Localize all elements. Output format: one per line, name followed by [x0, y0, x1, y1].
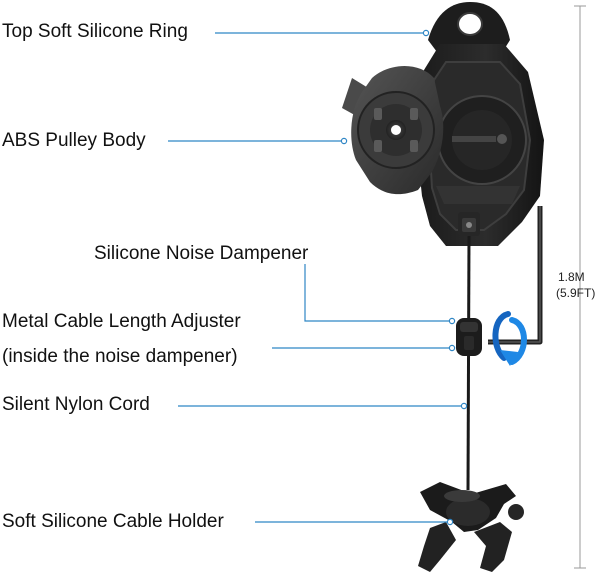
pulley-body [414, 44, 544, 246]
cable-holder [418, 482, 524, 572]
leader-lines [168, 32, 464, 523]
mounting-plate [342, 66, 444, 195]
label-top-silicone-ring: Top Soft Silicone Ring [2, 21, 188, 42]
label-silent-nylon-cord: Silent Nylon Cord [2, 394, 150, 415]
label-soft-silicone-cable-holder: Soft Silicone Cable Holder [2, 511, 224, 532]
silicone-noise-dampener [456, 318, 482, 356]
label-abs-pulley-body: ABS Pulley Body [2, 130, 146, 151]
dimension-imperial: (5.9FT) [556, 286, 596, 300]
label-metal-cable-length-adjuster: Metal Cable Length Adjuster [2, 311, 241, 332]
leader-endpoints [340, 29, 468, 526]
top-silicone-ring [428, 2, 510, 56]
nylon-cord [466, 235, 471, 491]
length-dimension-line [574, 5, 586, 569]
dimension-metric: 1.8M [558, 270, 585, 284]
label-silicone-noise-dampener: Silicone Noise Dampener [94, 243, 309, 264]
hex-key-icon [488, 206, 543, 345]
rotate-arrow-icon [492, 311, 527, 366]
leader-noise-dampener [304, 264, 452, 322]
cable-exit [458, 212, 480, 236]
label-inside-noise-dampener: (inside the noise dampener) [2, 346, 238, 367]
